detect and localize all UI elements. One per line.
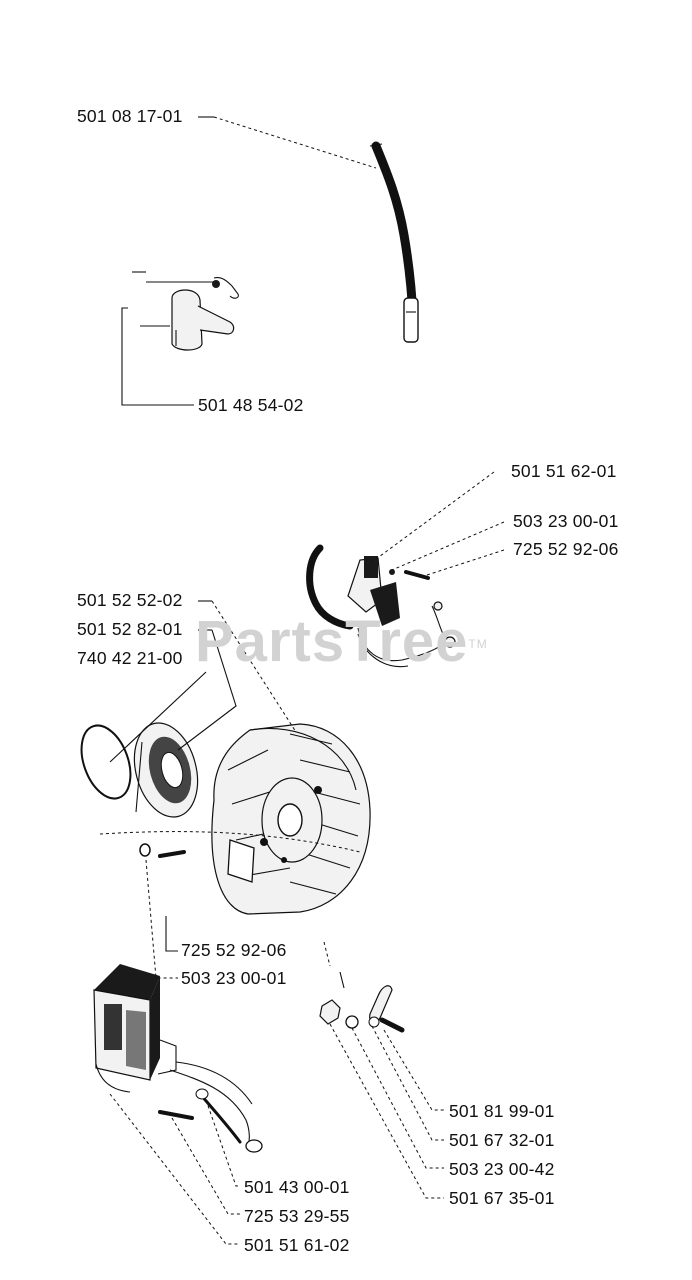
part-label[interactable]: 501 52 82-01 [77,619,183,639]
trademark-symbol: TM [468,637,488,651]
ignition-module-drawing [306,544,456,668]
part-label[interactable]: 501 08 17-01 [77,106,183,126]
part-label[interactable]: 501 51 61-02 [244,1235,350,1255]
flywheel-drawing [211,723,371,915]
starter-pulley-drawing [133,722,199,818]
part-label[interactable]: 503 23 00-42 [449,1159,555,1179]
o-ring-drawing [80,724,132,800]
leader-lines [109,116,505,1245]
part-label[interactable]: 501 51 62-01 [511,461,617,481]
part-label[interactable]: 501 48 54-02 [198,395,304,415]
part-label[interactable]: 725 53 29-55 [244,1206,350,1226]
spark-plug-boot-drawing [132,271,239,351]
hardware-stack-drawing [319,941,405,1033]
watermark-text: PartsTree [195,609,469,674]
part-label[interactable]: 501 52 52-02 [77,590,183,610]
part-label[interactable]: 503 23 00-01 [181,968,287,988]
part-label[interactable]: 501 81 99-01 [449,1101,555,1121]
part-label[interactable]: 501 67 35-01 [449,1188,555,1208]
part-label[interactable]: 740 42 21-00 [77,648,183,668]
watermark: PartsTreeTM [195,612,488,672]
lower-ignition-module-drawing [93,964,263,1153]
washer-screw-drawing [99,831,361,858]
part-label[interactable]: 725 52 92-06 [181,940,287,960]
part-label[interactable]: 503 23 00-01 [513,511,619,531]
part-label[interactable]: 501 67 32-01 [449,1130,555,1150]
part-label[interactable]: 725 52 92-06 [513,539,619,559]
part-label[interactable]: 501 43 00-01 [244,1177,350,1197]
ignition-lead-drawing [369,141,419,343]
